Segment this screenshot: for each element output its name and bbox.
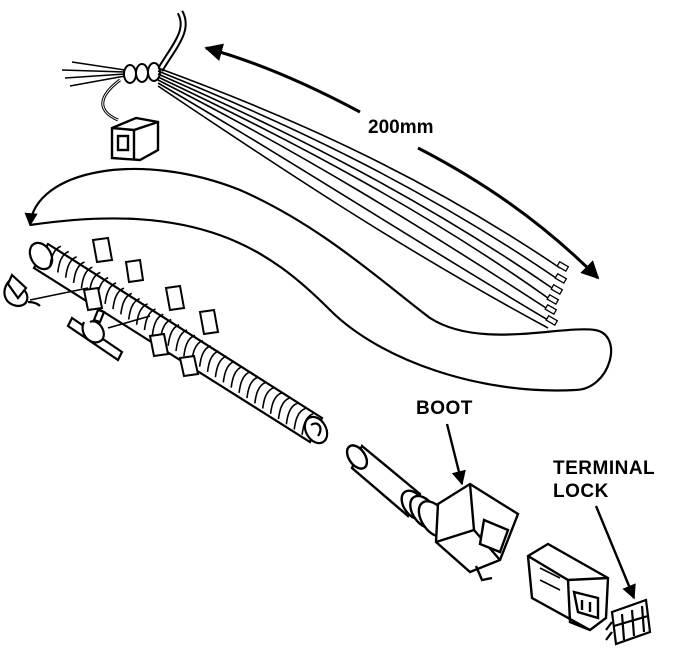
assembly-loop <box>24 167 613 392</box>
connector-housing <box>526 542 610 632</box>
terminal-lock-label-line2: LOCK <box>553 481 609 502</box>
boot-part <box>345 444 520 582</box>
boot-label: BOOT <box>416 398 473 419</box>
tape-strips <box>82 236 220 378</box>
boot-leader-arrow <box>445 423 466 486</box>
tube-ribs <box>49 245 314 435</box>
terminal-lock-label-line1: TERMINAL <box>553 458 656 479</box>
terminal-lock-leader-arrow <box>594 505 636 600</box>
dimension-arrow <box>204 43 600 280</box>
clip-parts <box>3 273 151 362</box>
wire-harness <box>61 10 570 329</box>
length-label: 200mm <box>368 117 434 138</box>
terminal-lock-part <box>605 598 652 646</box>
small-connector <box>110 116 160 162</box>
